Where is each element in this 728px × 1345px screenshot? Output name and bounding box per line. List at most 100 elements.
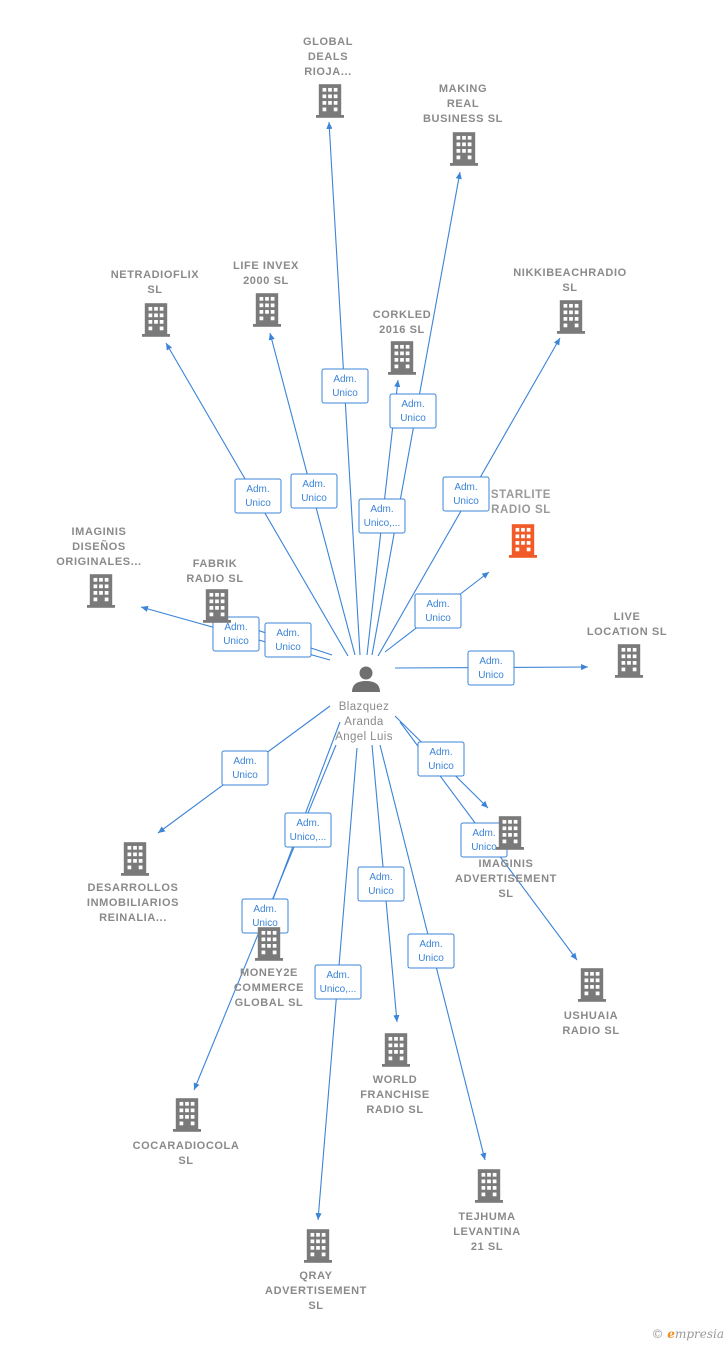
company-label: SL <box>178 1155 193 1167</box>
company-label: REAL <box>447 98 479 110</box>
company-label: 2000 SL <box>243 275 289 287</box>
role-badge-qray[interactable]: Adm.Unico,... <box>314 964 362 1000</box>
role-text: Adm. <box>233 756 256 767</box>
company-label: 2016 SL <box>379 324 425 336</box>
company-label: FRANCHISE <box>360 1089 430 1101</box>
role-text: Adm. <box>370 504 393 515</box>
company-label: RIOJA... <box>304 66 352 78</box>
role-badge-box <box>221 750 269 786</box>
role-badge-desarrollos[interactable]: Adm.Unico <box>221 750 269 786</box>
role-badge-netradioflix[interactable]: Adm.Unico <box>234 478 282 514</box>
company-label: 21 SL <box>471 1241 503 1253</box>
company-label: NIKKIBEACHRADIO <box>513 267 627 279</box>
company-node-cocaradiocola[interactable]: COCARADIOCOLA SL <box>133 1098 240 1167</box>
company-node-global-deals[interactable]: GLOBALDEALSRIOJA... <box>303 36 353 118</box>
role-badge-box <box>407 933 455 969</box>
role-text: Adm. <box>253 904 276 915</box>
company-label: INMOBILIARIOS <box>87 897 179 909</box>
building-icon <box>388 341 416 375</box>
company-label: RADIO SL <box>491 504 551 516</box>
company-label: ORIGINALES... <box>56 556 141 568</box>
role-text: Unico <box>252 918 278 929</box>
role-text: Adm. <box>419 939 442 950</box>
role-text: Unico <box>275 642 301 653</box>
role-badge-ushuaia[interactable]: Adm.Unico <box>460 822 508 858</box>
role-text: Unico <box>478 670 504 681</box>
company-label: IMAGINIS <box>479 858 534 870</box>
building-icon <box>615 644 643 678</box>
role-badge-global-deals[interactable]: Adm.Unico <box>321 368 369 404</box>
role-badge-starlite[interactable]: Adm.Unico <box>414 593 462 629</box>
role-badge-box <box>442 476 490 512</box>
building-icon <box>450 132 478 166</box>
company-label: LIFE INVEX <box>233 260 299 272</box>
role-badge-box <box>467 650 515 686</box>
building-icon <box>203 589 231 623</box>
person-name: Angel Luis <box>335 731 393 743</box>
role-badge-box <box>414 593 462 629</box>
role-text: Unico,... <box>290 832 327 843</box>
role-badge-making-real[interactable]: Adm.Unico <box>389 393 437 429</box>
company-label: COMMERCE <box>234 982 304 994</box>
role-badge-box <box>290 473 338 509</box>
building-icon <box>255 927 283 961</box>
role-badge-box <box>358 498 406 534</box>
role-badge-box <box>284 812 332 848</box>
role-badge-box <box>212 616 260 652</box>
building-icon <box>173 1098 201 1132</box>
company-label: IMAGINIS <box>72 526 127 538</box>
company-node-desarrollos[interactable]: DESARROLLOSINMOBILIARIOSREINALIA... <box>87 842 179 924</box>
role-text: Adm. <box>479 656 502 667</box>
role-badge-imaginis-disenos[interactable]: Adm.Unico <box>212 616 260 652</box>
role-badge-cocaradiocola[interactable]: Adm. Unico <box>241 898 289 934</box>
role-text: Unico <box>428 761 454 772</box>
role-badge-life-invex[interactable]: Adm.Unico <box>290 473 338 509</box>
role-badge-corkled[interactable]: Adm.Unico,... <box>358 498 406 534</box>
role-badge-world-franchise[interactable]: Adm.Unico <box>357 866 405 902</box>
building-icon <box>496 816 524 850</box>
role-text: Unico <box>245 498 271 509</box>
role-badge-tejhuma[interactable]: Adm.Unico <box>407 933 455 969</box>
company-label: ADVERTISEMENT <box>455 873 557 885</box>
building-icon <box>121 842 149 876</box>
company-label: COCARADIOCOLA <box>133 1140 240 1152</box>
role-badge-live-location[interactable]: Adm. Unico <box>467 650 515 686</box>
role-badge-imaginis-adv[interactable]: Adm.Unico <box>417 741 465 777</box>
building-icon <box>557 300 585 334</box>
company-label: USHUAIA <box>564 1010 618 1022</box>
role-badge-fabrik[interactable]: Adm.Unico <box>264 622 312 658</box>
company-label: BUSINESS SL <box>423 113 503 125</box>
company-label: RADIO SL <box>562 1025 619 1037</box>
role-badge-money2e[interactable]: Adm.Unico,... <box>284 812 332 848</box>
company-label: SL <box>147 284 162 296</box>
company-label: LOCATION SL <box>587 626 667 638</box>
role-badge-box <box>357 866 405 902</box>
role-text: Adm. <box>302 479 325 490</box>
building-icon <box>382 1033 410 1067</box>
role-badge-box <box>417 741 465 777</box>
company-node-ushuaia[interactable]: USHUAIA RADIO SL <box>562 968 619 1037</box>
company-node-imaginis-disenos[interactable]: IMAGINISDISEÑOSORIGINALES... <box>56 526 141 608</box>
role-badge-nikkibeach[interactable]: Adm.Unico <box>442 476 490 512</box>
company-label: ADVERTISEMENT <box>265 1285 367 1297</box>
role-badge-box <box>321 368 369 404</box>
role-text: Unico,... <box>320 984 357 995</box>
company-node-life-invex[interactable]: LIFE INVEX 2000 SL <box>233 260 299 327</box>
role-text: Unico <box>453 496 479 507</box>
company-label: GLOBAL <box>303 36 353 48</box>
company-label: TEJHUMA <box>458 1211 515 1223</box>
